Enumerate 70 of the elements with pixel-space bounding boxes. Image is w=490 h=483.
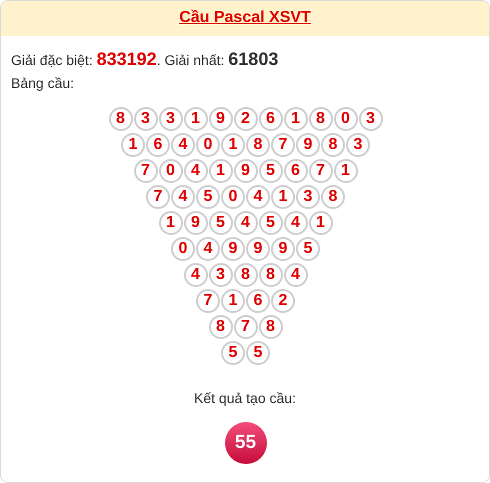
result-circle: 55 [224, 422, 266, 464]
digit-circle: 1 [334, 158, 358, 182]
digit-circle: 9 [296, 132, 320, 156]
digit-circle: 0 [171, 236, 195, 260]
digit-circle: 1 [284, 106, 308, 130]
digit-circle: 7 [234, 314, 258, 338]
digit-circle: 7 [196, 288, 220, 312]
digit-circle: 0 [334, 106, 358, 130]
digit-circle: 1 [308, 210, 332, 234]
digit-circle: 8 [246, 132, 270, 156]
digit-circle: 1 [121, 132, 145, 156]
digit-circle: 5 [208, 210, 232, 234]
digit-circle: 6 [146, 132, 170, 156]
digit-circle: 6 [284, 158, 308, 182]
digit-circle: 5 [296, 236, 320, 260]
digit-circle: 2 [234, 106, 258, 130]
digit-circle: 6 [258, 106, 282, 130]
digit-circle: 5 [221, 340, 245, 364]
digit-circle: 7 [134, 158, 158, 182]
digit-circle: 0 [196, 132, 220, 156]
digit-circle: 8 [234, 262, 258, 286]
digit-circle: 4 [234, 210, 258, 234]
digit-circle: 9 [221, 236, 245, 260]
digit-circle: 0 [158, 158, 182, 182]
digit-circle: 3 [296, 184, 320, 208]
digit-circle: 8 [308, 106, 332, 130]
section-label: Bảng cầu: [11, 75, 74, 91]
digit-circle: 3 [358, 106, 382, 130]
digit-circle: 0 [221, 184, 245, 208]
digit-circle: 8 [258, 314, 282, 338]
digit-circle: 8 [321, 184, 345, 208]
digit-circle: 3 [208, 262, 232, 286]
digit-circle: 1 [271, 184, 295, 208]
digit-circle: 7 [146, 184, 170, 208]
digit-circle: 3 [158, 106, 182, 130]
digit-circle: 9 [184, 210, 208, 234]
digit-circle: 7 [308, 158, 332, 182]
digit-circle: 5 [258, 210, 282, 234]
digit-circle: 8 [321, 132, 345, 156]
prize-numbers-text: Giải đặc biệt: 833192. Giải nhất: 61803 [11, 49, 278, 70]
digit-circle: 1 [221, 132, 245, 156]
digit-circle: 4 [284, 262, 308, 286]
digit-circle: 5 [246, 340, 270, 364]
digit-circle: 7 [271, 132, 295, 156]
digit-circle: 4 [184, 158, 208, 182]
digit-circle: 6 [246, 288, 270, 312]
digit-circle: 4 [184, 262, 208, 286]
digit-circle: 1 [208, 158, 232, 182]
digit-circle: 1 [221, 288, 245, 312]
digit-circle: 4 [196, 236, 220, 260]
digit-circle: 9 [208, 106, 232, 130]
digit-circle: 2 [271, 288, 295, 312]
digit-circle: 9 [246, 236, 270, 260]
digit-circle: 4 [171, 132, 195, 156]
digit-circle: 8 [108, 106, 132, 130]
digit-circle: 5 [196, 184, 220, 208]
digit-circle: 1 [158, 210, 182, 234]
digit-circle: 3 [346, 132, 370, 156]
digit-circle: 9 [234, 158, 258, 182]
digit-circle: 4 [171, 184, 195, 208]
digit-circle: 1 [184, 106, 208, 130]
digit-circle: 4 [246, 184, 270, 208]
digit-circle: 8 [208, 314, 232, 338]
digit-circle: 8 [258, 262, 282, 286]
digit-circle: 9 [271, 236, 295, 260]
digit-circle: 4 [284, 210, 308, 234]
digit-circle: 3 [134, 106, 158, 130]
result-label: Kết quả tạo cầu: [193, 390, 297, 406]
title-link: Cầu Pascal XSVT [179, 9, 311, 26]
digit-circle: 5 [258, 158, 282, 182]
